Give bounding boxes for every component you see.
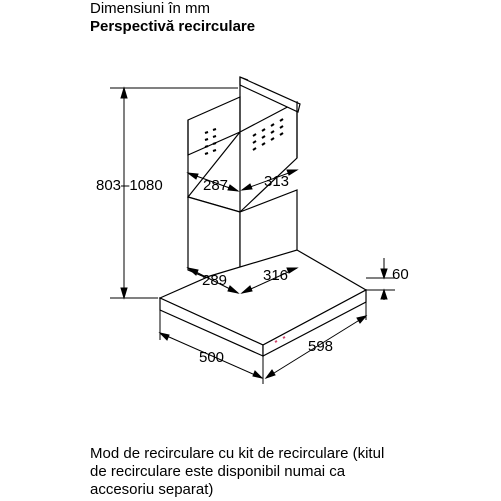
canopy-width-depth-dimension [158, 302, 368, 384]
lower-chimney-dimension [186, 267, 299, 294]
caption-line: Mod de recirculare cu kit de recirculare… [90, 445, 385, 462]
vent-slots [204, 118, 284, 155]
canopy-depth-label: 598 [308, 338, 333, 355]
caption-line: de recirculare este disponibil numai ca [90, 463, 346, 480]
header: Dimensiuni în mm Perspectivă recirculare [90, 0, 255, 36]
height-label: 803–1080 [96, 177, 163, 194]
thickness-label: 60 [392, 266, 409, 283]
canopy-width-label: 500 [199, 349, 224, 366]
upper-width-label: 287 [203, 177, 228, 194]
upper-depth-label: 313 [264, 173, 289, 190]
view-title: Perspectivă recirculare [90, 18, 256, 35]
upper-chimney [186, 76, 301, 213]
canopy-thickness-dimension [366, 258, 395, 300]
caption-line: accesoriu separat) [90, 481, 214, 498]
lower-depth-label: 316 [263, 267, 288, 284]
height-dimension [110, 86, 238, 300]
recirculation-note: Mod de recirculare cu kit de recirculare… [90, 445, 495, 499]
units-subtitle: Dimensiuni în mm [90, 0, 211, 17]
upper-chimney-dimension [186, 169, 299, 192]
lower-width-label: 289 [202, 272, 227, 289]
canopy [158, 249, 368, 357]
